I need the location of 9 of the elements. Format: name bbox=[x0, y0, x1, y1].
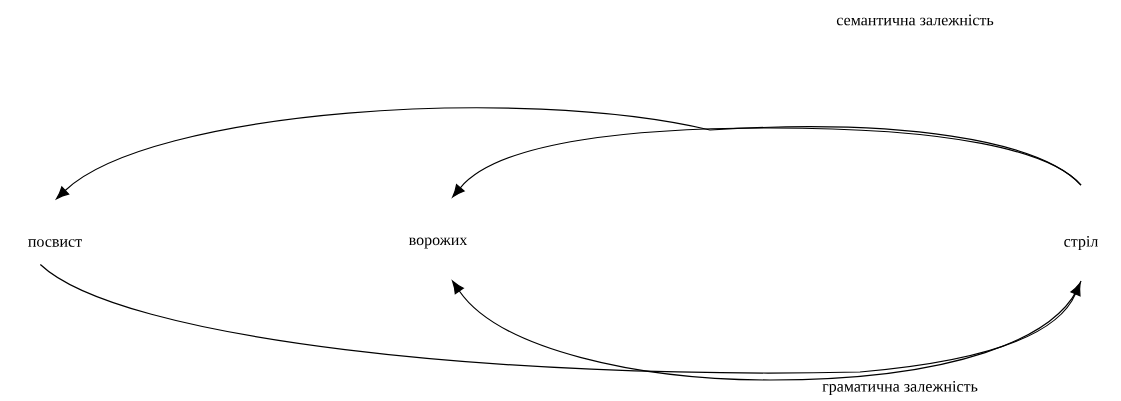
word: стріл bbox=[1064, 236, 1098, 250]
word: посвист bbox=[28, 239, 82, 247]
arrow bbox=[39, 263, 1081, 374]
arrow bbox=[452, 127, 1082, 198]
arrow bbox=[56, 107, 1082, 200]
caption-text: семантична залежність bbox=[836, 14, 994, 26]
caption-text: граматична залежність bbox=[822, 381, 978, 395]
arrow bbox=[452, 280, 1082, 381]
word: ворожих bbox=[408, 237, 468, 249]
